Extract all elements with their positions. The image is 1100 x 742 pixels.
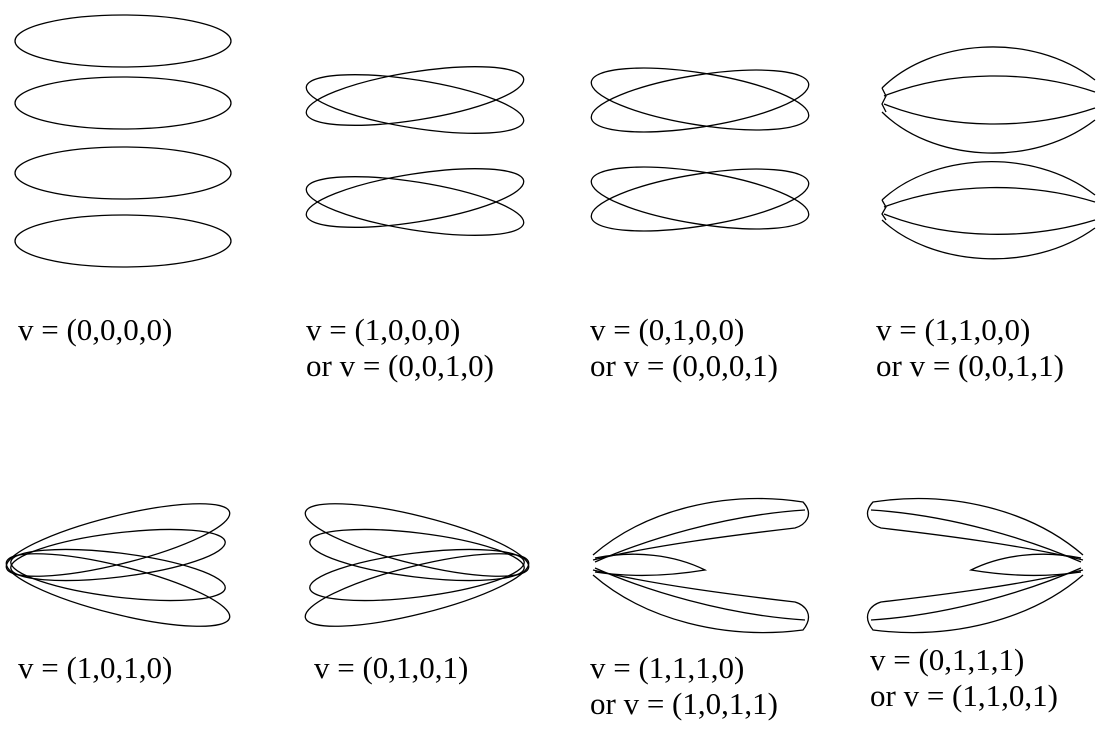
- loop-curve: [866, 569, 1084, 634]
- loop-curve: [881, 219, 1096, 260]
- figure-panel-4: [870, 0, 1100, 300]
- caption-line: v = (1,0,0,0): [306, 312, 461, 347]
- four-separate-loops-figure: [14, 14, 232, 268]
- loop-curve: [881, 87, 887, 113]
- loop-curve: [590, 69, 810, 133]
- caption-line: or v = (0,0,1,1): [876, 348, 1064, 383]
- lens-cluster-top: [881, 46, 1096, 154]
- loop-curve: [883, 213, 1096, 235]
- loop-curve: [304, 503, 530, 577]
- loop-curve: [305, 66, 525, 126]
- figure-panel-7: [585, 480, 825, 650]
- loop-curve: [10, 548, 226, 602]
- figure-panel-8: [858, 480, 1093, 650]
- caption-panel-7: v = (1,1,1,0) or v = (1,0,1,1): [590, 650, 778, 722]
- loop-curve: [304, 553, 530, 627]
- caption-line: v = (0,0,0,0): [18, 312, 173, 347]
- caption-line: or v = (1,1,0,1): [870, 678, 1058, 713]
- loop-curve: [592, 497, 810, 561]
- loop-curve: [14, 214, 232, 268]
- loop-curve: [5, 553, 231, 627]
- caption-panel-6: v = (0,1,0,1): [314, 650, 468, 686]
- caption-panel-1: v = (0,0,0,0): [18, 312, 172, 348]
- right-apex-lens-figure: [866, 497, 1084, 634]
- caption-line: or v = (1,0,1,1): [590, 686, 778, 721]
- caption-panel-5: v = (1,0,1,0): [18, 650, 172, 686]
- two-lens-clusters-figure: [881, 46, 1096, 260]
- loop-curve: [594, 553, 708, 576]
- caption-panel-4: v = (1,1,0,0) or v = (0,0,1,1): [876, 312, 1064, 384]
- left-apex-lens-figure: [592, 497, 810, 634]
- caption-line: or v = (0,0,1,0): [306, 348, 494, 383]
- loop-curve: [883, 186, 1096, 208]
- loop-curve: [881, 111, 1096, 154]
- loop-curve: [14, 146, 232, 200]
- loop-curve: [883, 75, 1096, 97]
- loop-curve: [968, 553, 1082, 576]
- crossing-pair-top: [305, 66, 525, 134]
- caption-line: v = (1,0,1,0): [18, 650, 173, 685]
- lens-cluster-top: [881, 161, 1096, 260]
- figure-panel-5: [0, 480, 260, 650]
- left-apex-loops-figure: [5, 503, 231, 627]
- loop-curve: [590, 168, 810, 232]
- crossing-pair-bottom: [590, 166, 810, 232]
- loop-curve: [592, 569, 810, 634]
- two-crossing-pairs-figure: [305, 66, 525, 236]
- loop-curve: [5, 503, 231, 577]
- loop-curve: [881, 161, 1096, 201]
- caption-line: v = (0,1,0,1): [314, 650, 469, 685]
- figure-panel-2: [300, 0, 540, 300]
- caption-panel-2: v = (1,0,0,0) or v = (0,0,1,0): [306, 312, 494, 384]
- loop-curve: [10, 528, 226, 582]
- figure-panel-6: [295, 480, 545, 650]
- loop-curve: [866, 497, 1084, 561]
- loop-curve: [14, 14, 232, 68]
- figure-panel-3: [585, 0, 825, 300]
- right-apex-loops-figure: [304, 503, 530, 627]
- crossing-pair-top: [590, 67, 810, 133]
- loop-curve: [309, 548, 525, 602]
- loop-curve: [305, 176, 525, 236]
- loop-curve: [305, 168, 525, 228]
- figure-panel-1: [0, 0, 260, 300]
- caption-line: v = (1,1,0,0): [876, 312, 1031, 347]
- two-crossing-pairs-figure: [590, 67, 810, 232]
- loop-curve: [881, 199, 887, 221]
- loop-curve: [883, 103, 1096, 125]
- caption-line: v = (0,1,1,1): [870, 642, 1025, 677]
- loop-curve: [594, 567, 806, 621]
- loop-curve: [870, 509, 1082, 563]
- crossing-pair-bottom: [305, 168, 525, 236]
- loop-curve: [594, 509, 806, 563]
- loop-curve: [305, 74, 525, 134]
- loop-curve: [870, 567, 1082, 621]
- loop-curve: [14, 76, 232, 130]
- caption-panel-8: v = (0,1,1,1) or v = (1,1,0,1): [870, 642, 1058, 714]
- caption-line: v = (0,1,0,0): [590, 312, 745, 347]
- caption-line: or v = (0,0,0,1): [590, 348, 778, 383]
- caption-line: v = (1,1,1,0): [590, 650, 745, 685]
- caption-panel-3: v = (0,1,0,0) or v = (0,0,0,1): [590, 312, 778, 384]
- loop-curve: [590, 67, 810, 131]
- loop-curve: [881, 46, 1096, 89]
- loop-curve: [590, 166, 810, 230]
- loop-curve: [309, 528, 525, 582]
